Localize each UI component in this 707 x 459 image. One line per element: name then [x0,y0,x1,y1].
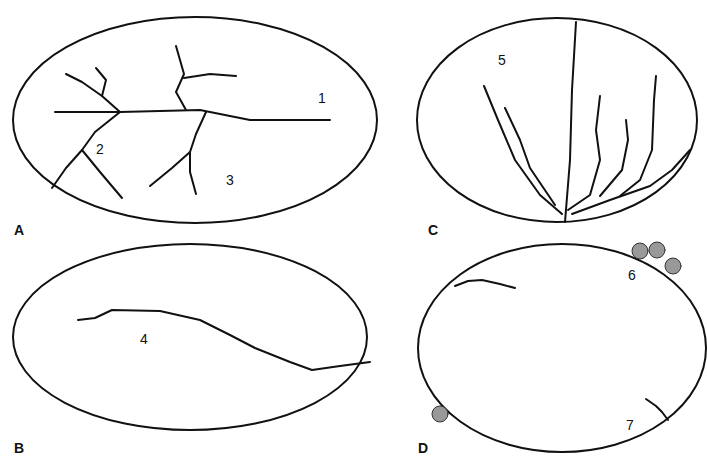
vessel-line [455,280,515,288]
panel-outline [13,244,367,430]
callout-number: 6 [628,267,636,283]
vessel-line [184,74,236,78]
vessel-line [78,310,370,370]
callout-number: 7 [626,417,634,433]
panel-letter: B [14,440,24,456]
callout-number: 5 [498,52,506,68]
vessel-line [190,152,196,194]
callout-number: 3 [226,172,234,188]
panel-outline [417,18,697,222]
nodule-dot [632,243,648,259]
panel-letter: A [14,222,24,238]
vessel-line [55,110,330,120]
vessel-line [96,68,120,112]
nodule-dot [665,258,681,274]
vessel-line [565,22,576,222]
vessel-line [646,399,668,420]
callout-number: 1 [318,90,326,106]
nodule-dot [649,242,665,258]
callout-number: 2 [96,141,104,157]
vessel-line [505,108,555,205]
panel-letter: C [428,222,438,238]
vessel-line [484,86,562,214]
vessel-line [568,96,600,210]
vessel-line [150,112,206,186]
vessel-line [52,112,120,188]
panel-letter: D [418,440,428,456]
vessel-line [82,150,122,198]
panel-outline [13,17,377,223]
vessel-line [66,74,102,96]
vessel-line [620,76,656,196]
vessel-line [572,150,690,214]
vessel-line [600,120,628,196]
nodule-dot [432,406,448,422]
panel-outline [418,244,706,452]
callout-number: 4 [140,331,148,347]
